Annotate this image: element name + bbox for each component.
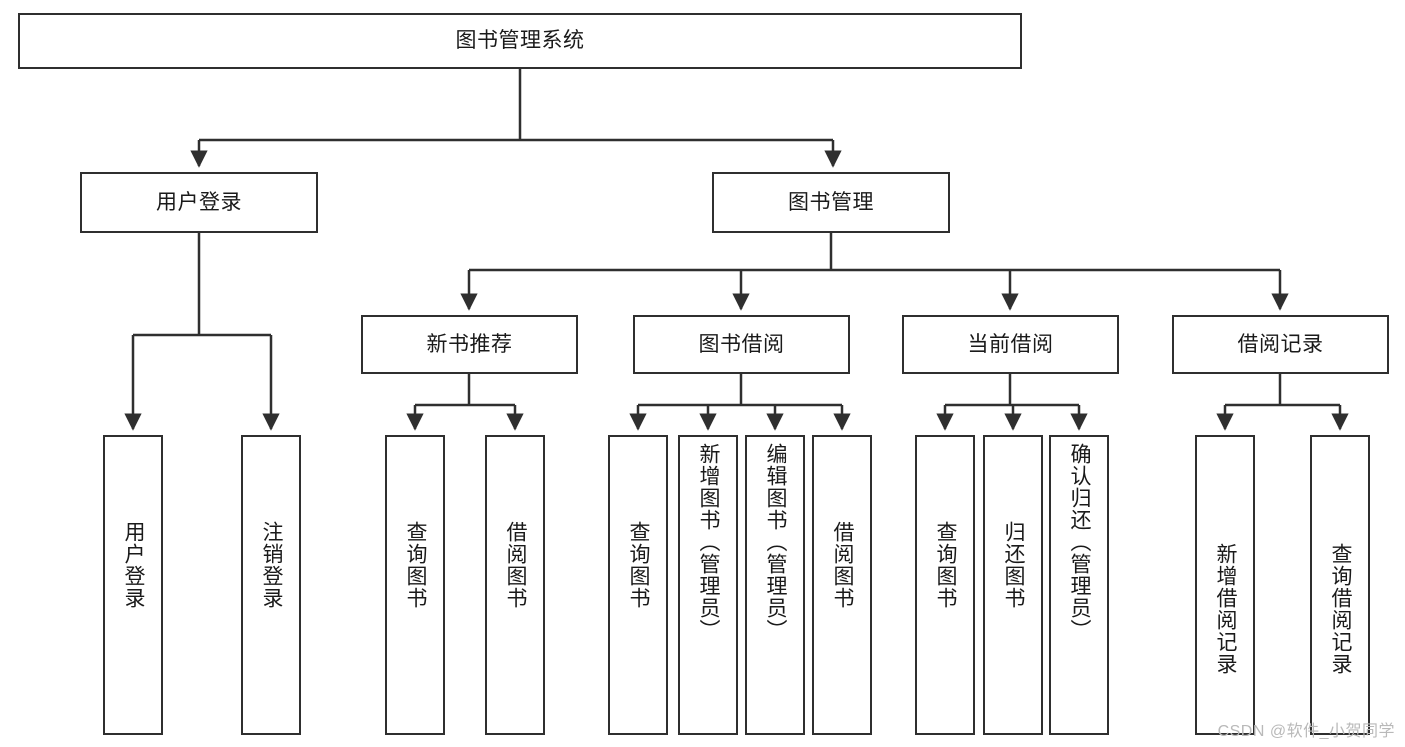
node-leaf-query-book-1[interactable]: 查询图书: [385, 435, 445, 735]
node-leaf-user-login-label: 用户登录: [122, 521, 146, 609]
node-leaf-add-book[interactable]: 新增图书（管理员）: [678, 435, 738, 735]
node-leaf-query-record-label: 查询借阅记录: [1329, 543, 1353, 675]
node-leaf-logout[interactable]: 注销登录: [241, 435, 301, 735]
node-leaf-query-book-3[interactable]: 查询图书: [915, 435, 975, 735]
node-leaf-return-book[interactable]: 归还图书: [983, 435, 1043, 735]
node-leaf-query-book-1-label: 查询图书: [404, 521, 428, 609]
node-leaf-add-record-label: 新增借阅记录: [1214, 543, 1238, 675]
node-book-borrow-label: 图书借阅: [698, 332, 785, 356]
node-borrow-record-label: 借阅记录: [1237, 332, 1324, 356]
node-leaf-borrow-book-2-label: 借阅图书: [831, 521, 855, 609]
node-book-manage-label: 图书管理: [788, 190, 874, 214]
node-leaf-user-login[interactable]: 用户登录: [103, 435, 163, 735]
node-new-book-recommend[interactable]: 新书推荐: [361, 315, 578, 374]
node-leaf-borrow-book-2[interactable]: 借阅图书: [812, 435, 872, 735]
node-current-borrow-label: 当前借阅: [967, 332, 1054, 356]
node-current-borrow[interactable]: 当前借阅: [902, 315, 1119, 374]
node-leaf-query-book-3-label: 查询图书: [934, 521, 958, 609]
node-new-book-recommend-label: 新书推荐: [426, 332, 513, 356]
node-root[interactable]: 图书管理系统: [18, 13, 1022, 69]
node-user-login[interactable]: 用户登录: [80, 172, 318, 233]
node-book-borrow[interactable]: 图书借阅: [633, 315, 850, 374]
node-leaf-query-book-2-label: 查询图书: [627, 521, 651, 609]
node-borrow-record[interactable]: 借阅记录: [1172, 315, 1389, 374]
node-leaf-query-book-2[interactable]: 查询图书: [608, 435, 668, 735]
node-user-login-label: 用户登录: [156, 190, 242, 214]
node-leaf-add-book-label: 新增图书（管理员）: [697, 443, 721, 641]
node-leaf-edit-book-label: 编辑图书（管理员）: [764, 443, 788, 641]
node-leaf-logout-label: 注销登录: [260, 521, 284, 609]
node-leaf-borrow-book-1-label: 借阅图书: [504, 521, 528, 609]
node-leaf-confirm-return[interactable]: 确认归还（管理员）: [1049, 435, 1109, 735]
node-leaf-confirm-return-label: 确认归还（管理员）: [1068, 443, 1092, 641]
node-root-label: 图书管理系统: [455, 29, 585, 53]
node-book-manage[interactable]: 图书管理: [712, 172, 950, 233]
node-leaf-query-record[interactable]: 查询借阅记录: [1310, 435, 1370, 735]
node-leaf-borrow-book-1[interactable]: 借阅图书: [485, 435, 545, 735]
node-leaf-edit-book[interactable]: 编辑图书（管理员）: [745, 435, 805, 735]
node-leaf-return-book-label: 归还图书: [1002, 521, 1026, 609]
node-leaf-add-record[interactable]: 新增借阅记录: [1195, 435, 1255, 735]
watermark-text: CSDN @软件_小贺同学: [1217, 723, 1395, 740]
